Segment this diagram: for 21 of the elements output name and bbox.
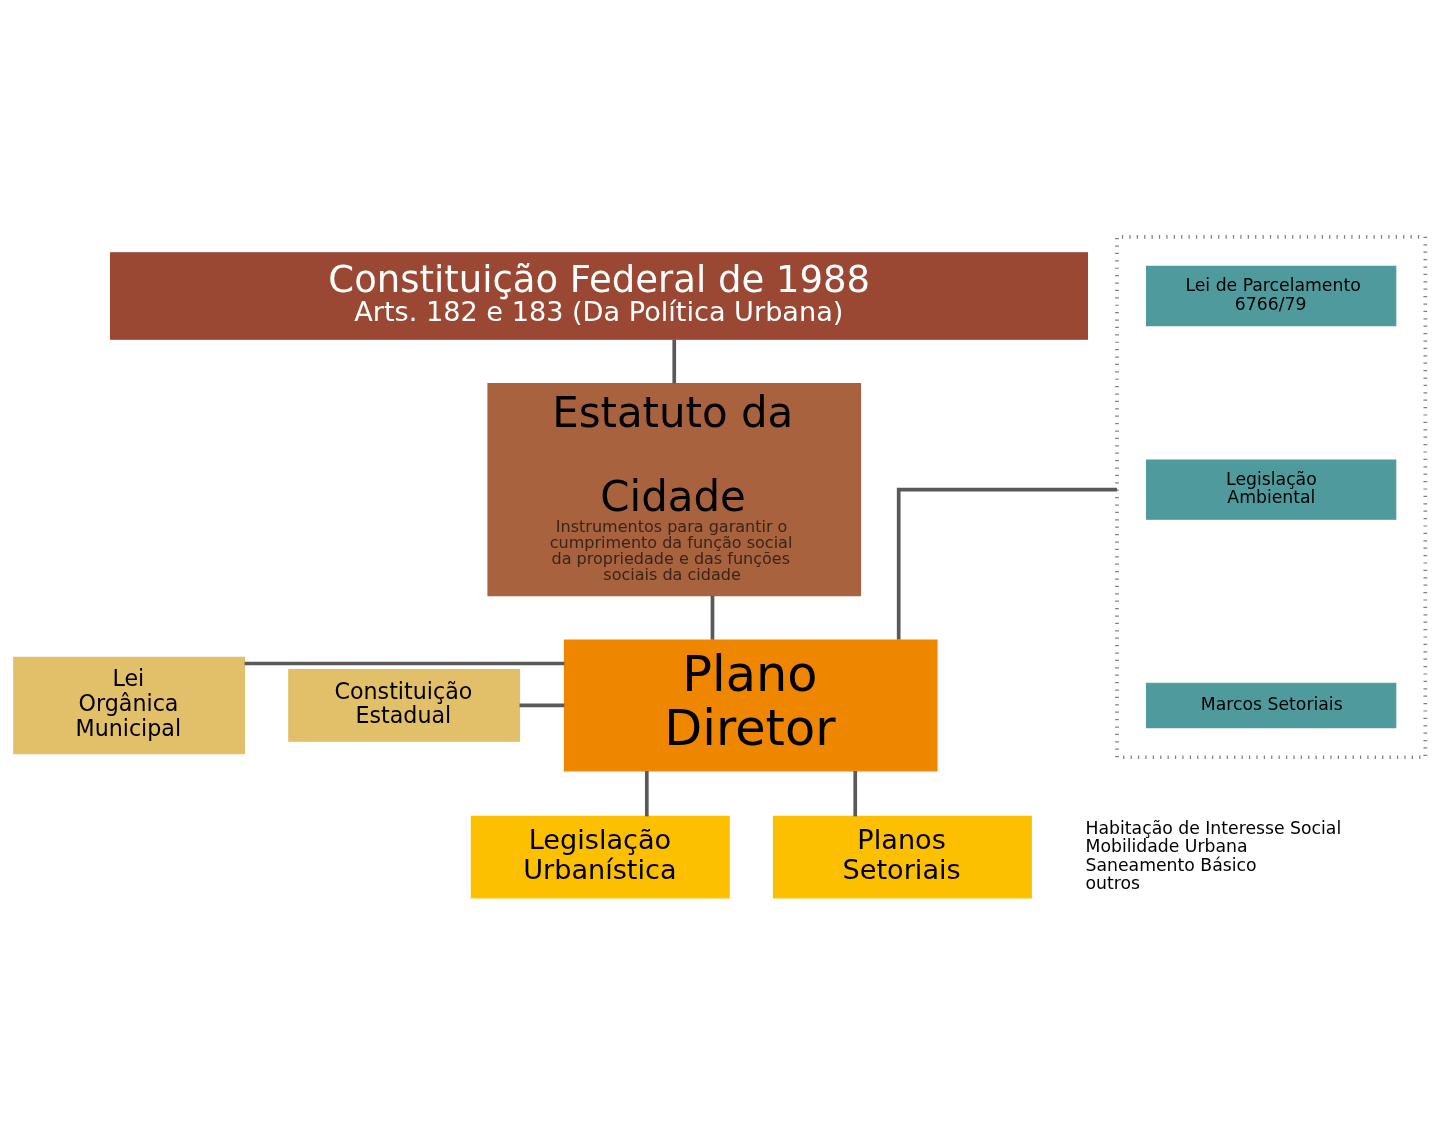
node-box: Estatuto da Cidade Instrumentos para garantir o cumprimento da função social da propriedade e das funções sociais da cidade bbox=[487, 382, 862, 597]
connector bbox=[244, 661, 565, 666]
connector bbox=[672, 339, 677, 384]
connector bbox=[853, 771, 858, 817]
node-label: Saneamento Básico bbox=[1085, 854, 1257, 875]
node-box: Legislação Ambiental bbox=[1145, 459, 1397, 520]
node-box: Constituição Estadual bbox=[288, 669, 521, 742]
node-box: Lei Orgânica Municipal bbox=[13, 656, 246, 755]
node-label: Habitação de Interesse Social bbox=[1085, 817, 1342, 838]
connector bbox=[519, 703, 565, 708]
connector bbox=[710, 595, 715, 640]
node-box: Planos Setoriais bbox=[772, 815, 1032, 899]
connector bbox=[896, 487, 1117, 640]
node-box: Plano Diretor bbox=[563, 639, 938, 772]
connector bbox=[644, 771, 649, 817]
node-box: Legislação Urbanística bbox=[470, 815, 730, 899]
node-box: Marcos Setoriais bbox=[1145, 682, 1397, 729]
node-box: Constituição Federal de 1988 Arts. 182 e 183 (Da Política Urbana) bbox=[110, 252, 1088, 340]
node-box: Lei de Parcelamento 6766/79 bbox=[1145, 265, 1397, 327]
cluster bbox=[1115, 234, 1428, 760]
node-label: outros bbox=[1085, 873, 1141, 894]
